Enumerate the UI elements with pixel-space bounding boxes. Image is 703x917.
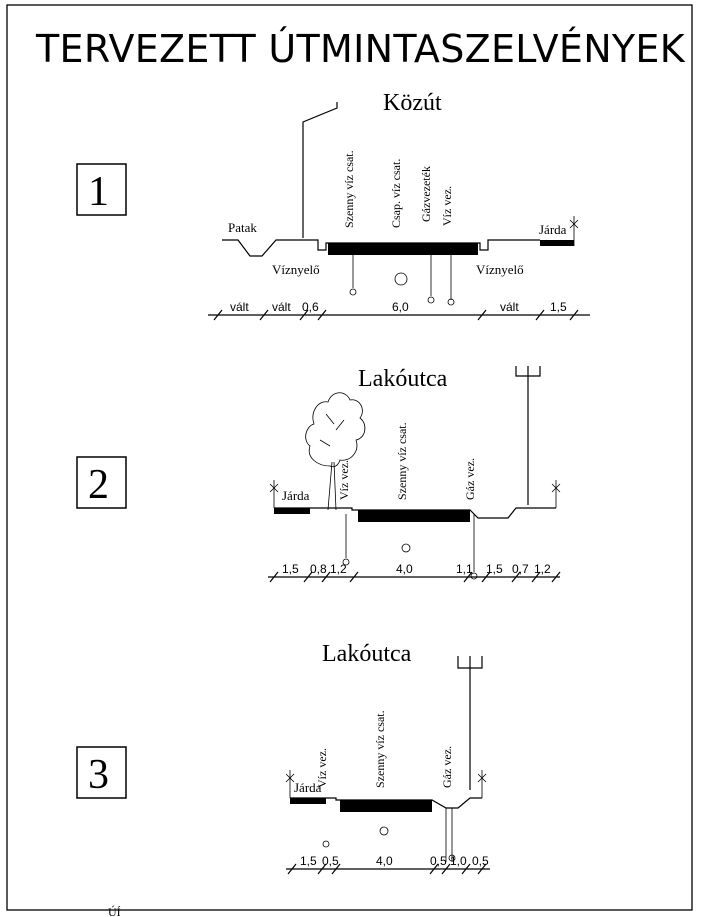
pipe-water (342, 558, 350, 566)
dimension-ticks (213, 309, 579, 321)
utility-water: Víz vez. (337, 460, 351, 500)
utility-gas: Gázvezeték (419, 166, 433, 222)
section-number: 3 (88, 752, 109, 798)
lamp-pole (302, 102, 338, 238)
dim-6: 1,5 (486, 562, 503, 576)
section-title: Lakóutca (322, 641, 412, 667)
pipe-water (322, 840, 330, 848)
dim-2: vált (272, 300, 291, 314)
dimension-ticks (287, 863, 487, 875)
dim-3: 0,6 (302, 300, 319, 314)
dimension-ticks (269, 571, 561, 583)
lamp-pole (515, 366, 541, 505)
pipe-gas (448, 854, 456, 862)
dim-4: 0,5 (430, 854, 447, 868)
road-profile (290, 797, 482, 809)
dim-2: 0,5 (322, 854, 339, 868)
pipe-gas (470, 572, 478, 580)
utility-sewer: Szenny víz csat. (395, 422, 409, 500)
pipe-sewer (379, 826, 389, 836)
dim-5: 1,0 (450, 854, 467, 868)
section-number-box (76, 746, 127, 799)
page-title: TERVEZETT ÚTMINTASZELVÉNYEK (35, 27, 686, 71)
utility-water: Víz vez. (440, 186, 454, 226)
utility-water: Víz vez. (315, 748, 329, 788)
dim-1: 1,5 (282, 562, 299, 576)
label-stream: Patak (228, 220, 257, 235)
gutter-wall (445, 808, 453, 862)
dim-8: 1,2 (534, 562, 551, 576)
dim-1: 1,5 (300, 854, 317, 868)
section-number: 2 (88, 462, 109, 508)
section-2: 2 Lakóutca Járda Víz vez. Szenny víz csa… (76, 366, 561, 583)
dim-2: 0,8 (310, 562, 327, 576)
dim-6: 1,5 (550, 300, 567, 314)
dim-4: 4,0 (396, 562, 413, 576)
pipe-water (447, 298, 455, 306)
edge-marker-left (285, 770, 295, 798)
sidewalk-slab (290, 798, 326, 804)
section-title: Közút (383, 90, 442, 116)
pipe-sewer (401, 543, 411, 553)
label-drain-left: Víznyelő (272, 262, 320, 277)
pipe-gas (427, 296, 435, 304)
dim-3: 1,2 (330, 562, 347, 576)
road-slab (358, 510, 470, 522)
utility-gas: Gáz vez. (463, 458, 477, 500)
utility-sewer: Szenny víz csat. (373, 710, 387, 788)
pipe-sewer (349, 288, 357, 296)
dim-5: 1,1 (456, 562, 473, 576)
dim-4: 6,0 (392, 300, 409, 314)
road-slab (340, 800, 432, 812)
road-slab (328, 243, 478, 255)
tree-icon (305, 392, 366, 511)
footer-fragment: ÚÍ (108, 905, 121, 917)
edge-marker-left (269, 480, 279, 508)
edge-marker-right (551, 480, 561, 508)
section-title: Lakóutca (358, 366, 448, 392)
dim-6: 0,5 (472, 854, 489, 868)
section-number-box (76, 163, 127, 216)
sidewalk-slab (540, 240, 574, 246)
section-3: 3 Lakóutca Járda Víz vez. Szenny víz csa… (76, 641, 490, 875)
label-sidewalk: Járda (282, 488, 310, 503)
page-border (6, 4, 693, 911)
edge-marker-right (477, 770, 487, 798)
utility-sewer: Szenny víz csat. (342, 150, 356, 228)
label-sidewalk: Járda (539, 222, 567, 237)
sidewalk-slab (274, 508, 310, 514)
dim-1: vált (230, 300, 249, 314)
stream-ditch (222, 239, 303, 257)
section-number-box (76, 456, 127, 509)
utility-gas: Gáz vez. (440, 746, 454, 788)
utility-storm: Csap. víz csat. (389, 159, 403, 228)
dim-7: 0,7 (512, 562, 529, 576)
label-sidewalk: Járda (294, 780, 322, 795)
dim-3: 4,0 (376, 854, 393, 868)
utility-lines (345, 514, 475, 572)
dim-5: vált (500, 300, 519, 314)
section-number: 1 (88, 169, 109, 215)
pipe-storm (394, 272, 408, 286)
lamp-pole (457, 656, 483, 790)
label-drain-right: Víznyelő (476, 262, 524, 277)
edge-marker (569, 216, 579, 246)
utility-lines (352, 255, 452, 300)
section-1: 1 Közút Patak Járda Víznyelő Víznyelő Sz… (76, 90, 590, 321)
